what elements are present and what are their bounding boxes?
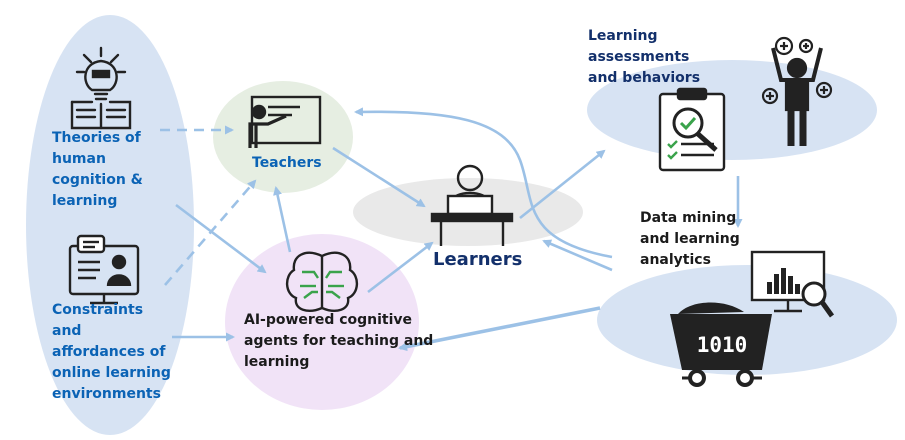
arrow-teachers-learners: [332, 146, 426, 208]
arrow-ai-teachers: [273, 186, 292, 253]
constraints-line: Constraints: [52, 302, 144, 318]
cart-binary-text: 1010: [697, 333, 748, 357]
assessments-line: assessments: [588, 49, 690, 65]
data-mining-line: Data mining: [640, 210, 737, 226]
teacher-whiteboard-icon: [248, 95, 322, 148]
constraints-label: Constraints and affordances of online le…: [52, 300, 171, 405]
ai-agents-ellipse: [225, 234, 419, 410]
arrow-datamining-ai: [398, 306, 601, 352]
arrow-learners-assessments: [519, 149, 606, 220]
constraints-line: online learning: [52, 365, 171, 381]
student-laptop-icon: [430, 164, 514, 246]
arrow-datamining-teachers: [354, 107, 613, 259]
ai-agents-line: learning: [244, 354, 310, 370]
teachers-ellipse: [213, 81, 353, 193]
brain-circuit-icon: [285, 251, 359, 312]
theories-ellipse: [26, 15, 194, 435]
data-mining-line: analytics: [640, 252, 711, 268]
person-plus-icon: [761, 36, 833, 146]
ai-agents-label: AI-powered cognitive agents for teaching…: [244, 310, 433, 373]
constraints-line: affordances of: [52, 344, 166, 360]
lightbulb-book-icon: [70, 46, 132, 130]
monitor-chart-icon: [750, 250, 835, 318]
ai-agents-line: AI-powered cognitive: [244, 312, 413, 328]
ai-agents-line: agents for teaching and: [244, 333, 434, 349]
constraints-line: and: [52, 323, 82, 339]
clipboard-checklist-icon: [658, 87, 726, 172]
assessments-line: Learning: [588, 28, 658, 44]
mine-cart-icon: 1010: [670, 302, 772, 387]
theories-line: human: [52, 151, 106, 167]
theories-label: Theories of human cognition & learning: [52, 128, 143, 212]
online-class-monitor-icon: [68, 234, 140, 305]
arrows: [160, 107, 743, 352]
theories-line: learning: [52, 193, 118, 209]
assessments-label: Learning assessments and behaviors: [588, 26, 700, 89]
data-mining-line: and learning: [640, 231, 740, 247]
constraints-line: environments: [52, 386, 161, 402]
arrow-datamining-learners: [542, 239, 613, 272]
arrow-theories-ai: [175, 203, 267, 274]
learners-label: Learners: [433, 249, 523, 270]
theories-line: Theories of: [52, 130, 141, 146]
teachers-label: Teachers: [252, 155, 322, 171]
arrow-ai-learners: [367, 241, 434, 294]
theories-line: cognition &: [52, 172, 143, 188]
arrow-constraints-teachers: [164, 179, 257, 286]
assessments-line: and behaviors: [588, 70, 701, 86]
data-mining-label: Data mining and learning analytics: [640, 208, 740, 271]
